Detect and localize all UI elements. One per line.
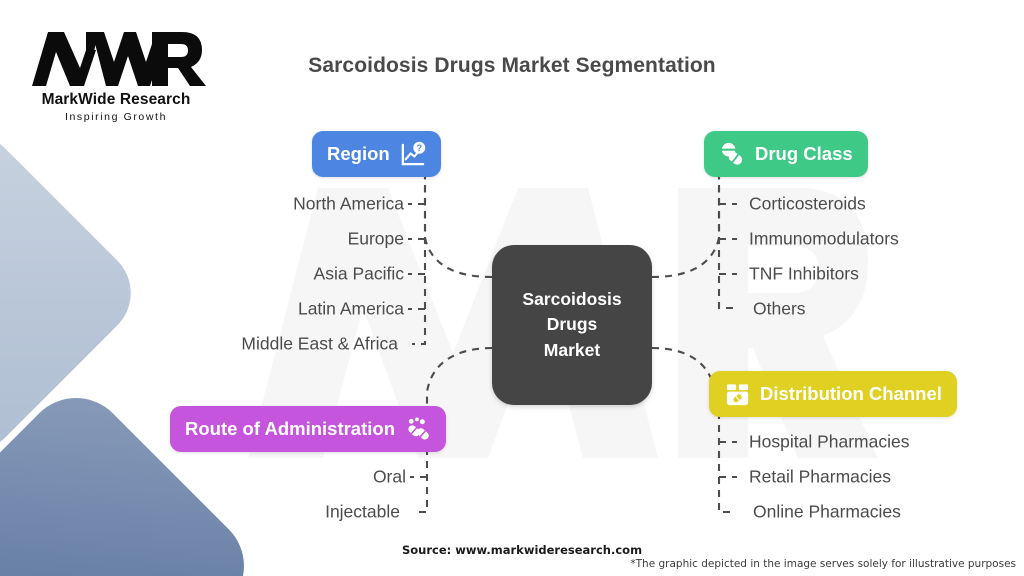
brand-logo: MarkWide Research Inspiring Growth [26, 28, 206, 123]
item-distribution-channel-2[interactable]: Online Pharmacies [753, 501, 901, 522]
capsule-sparkle-icon [404, 416, 431, 443]
category-node-distribution-channel[interactable]: Distribution Channel [709, 371, 957, 417]
item-region-3[interactable]: Latin America [297, 298, 404, 319]
connector-region-spine [412, 172, 427, 346]
item-distribution-channel-0[interactable]: Hospital Pharmacies [749, 431, 910, 452]
connector-center-distribution [651, 346, 716, 394]
item-distribution-channel-1[interactable]: Retail Pharmacies [749, 466, 891, 487]
category-label-route-of-administration: Route of Administration [185, 418, 395, 439]
item-drug-class-1[interactable]: Immunomodulators [749, 228, 899, 249]
center-node-line-0: Sarcoidosis [522, 288, 622, 309]
item-region-2[interactable]: Asia Pacific [313, 263, 404, 284]
connector-distribution-spine [717, 412, 733, 514]
item-drug-class-2[interactable]: TNF Inhibitors [749, 263, 859, 284]
center-node-line-1: Drugs [546, 314, 598, 335]
category-node-route-of-administration[interactable]: Route of Administration [170, 406, 446, 452]
category-label-distribution-channel: Distribution Channel [760, 383, 942, 404]
item-region-1[interactable]: Europe [347, 228, 404, 249]
connector-route-spine [414, 448, 429, 514]
chart-question-icon: ? [399, 141, 426, 168]
svg-text:?: ? [416, 142, 422, 152]
item-region-4[interactable]: Middle East & Africa [241, 333, 398, 354]
medicine-box-icon [724, 381, 751, 408]
item-route-of-administration-1[interactable]: Injectable [325, 501, 400, 522]
disclaimer-note: *The graphic depicted in the image serve… [630, 558, 1016, 570]
connector-drugclass-spine [717, 172, 733, 310]
category-node-drug-class[interactable]: Drug Class [704, 131, 868, 177]
logo-mark-mwr-icon [32, 32, 206, 86]
logo-company-name: MarkWide Research [41, 91, 191, 108]
item-drug-class-0[interactable]: Corticosteroids [749, 193, 866, 214]
center-node[interactable]: Sarcoidosis Drugs Market [492, 245, 652, 405]
item-drug-class-3[interactable]: Others [753, 298, 806, 319]
item-region-0[interactable]: North America [293, 193, 404, 214]
center-node-line-2: Market [543, 339, 601, 360]
category-label-region: Region [327, 143, 390, 164]
category-node-region[interactable]: Region ? [312, 131, 441, 177]
category-label-drug-class: Drug Class [755, 143, 853, 164]
logo-tagline: Inspiring Growth [64, 111, 168, 123]
pills-icon [719, 141, 746, 168]
item-route-of-administration-0[interactable]: Oral [372, 466, 406, 487]
page-title: Sarcoidosis Drugs Market Segmentation [308, 54, 716, 77]
source-credit: Source: www.markwideresearch.com [402, 543, 643, 557]
